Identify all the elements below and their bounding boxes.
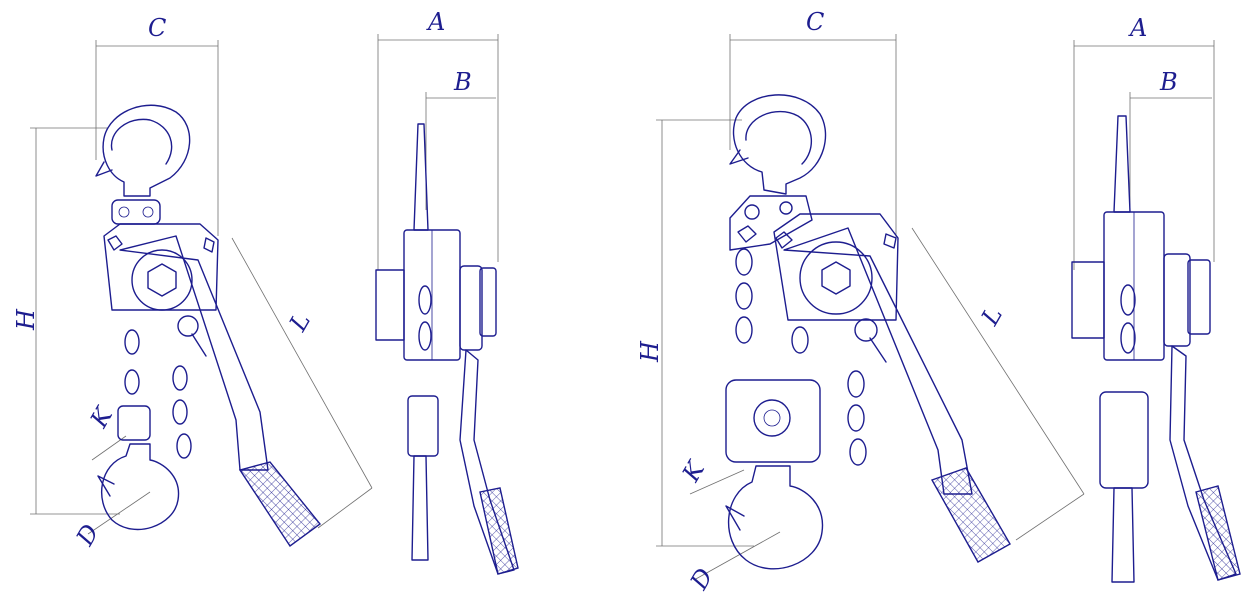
side-lever <box>459 349 515 575</box>
ratchet-wheel <box>799 241 873 315</box>
gear-housing <box>773 213 899 321</box>
lever-arm <box>119 235 269 471</box>
side-cover <box>1071 261 1105 339</box>
side-bottom-block <box>407 395 439 457</box>
label-h: H <box>12 308 40 331</box>
lever-grip <box>930 467 1011 563</box>
hex-nut <box>821 261 851 295</box>
side-plate <box>729 195 813 251</box>
label-a: A <box>1128 14 1147 42</box>
gear-housing <box>103 223 219 311</box>
pawl-knob <box>854 318 878 342</box>
dimension-b-right: B <box>1129 68 1212 210</box>
large-hoist-side-view: A B <box>1071 14 1241 583</box>
side-bottom-block <box>1099 391 1149 489</box>
side-bottom-hook <box>411 455 429 561</box>
label-k: K <box>84 401 119 433</box>
label-l: L <box>283 308 316 337</box>
hex-nut <box>147 263 177 297</box>
label-d: D <box>70 520 104 552</box>
bottom-block <box>117 405 151 441</box>
lever-grip <box>238 461 322 548</box>
label-l: L <box>975 302 1008 331</box>
dimension-b-left: B <box>425 68 496 210</box>
small-hoist-side-view: A B <box>375 8 519 575</box>
top-hook <box>732 94 827 195</box>
side-grip <box>1195 485 1241 581</box>
pawl-knob <box>177 315 199 337</box>
label-b: B <box>1159 68 1178 96</box>
side-cover <box>375 269 405 341</box>
side-bottom-hook <box>1111 487 1135 583</box>
bottom-hook <box>727 465 824 570</box>
side-top-hook <box>1113 115 1131 213</box>
large-hoist-front-view: C H L K D <box>636 8 1085 596</box>
label-h: H <box>636 340 664 363</box>
dimension-l-right: L <box>911 227 1085 541</box>
label-k: K <box>676 455 711 487</box>
ratchet-wheel <box>131 249 193 311</box>
label-c: C <box>806 8 824 36</box>
label-c: C <box>148 14 166 42</box>
label-a: A <box>426 8 445 36</box>
side-wheel <box>459 265 483 351</box>
load-chain <box>735 248 867 466</box>
top-hook <box>102 104 191 197</box>
side-wheel <box>1163 253 1191 347</box>
dimension-c-left: C <box>95 14 219 236</box>
dimension-c-right: C <box>729 8 897 238</box>
dimension-a-left: A <box>377 8 499 270</box>
bottom-block <box>725 379 821 463</box>
dimension-h-right: H <box>636 119 754 547</box>
label-b: B <box>453 68 472 96</box>
side-grip <box>479 487 519 575</box>
lever-arm <box>783 227 973 495</box>
small-hoist-front-view: C H L K D <box>12 14 373 552</box>
dimension-h-left: H <box>12 127 120 515</box>
label-d: D <box>684 564 718 596</box>
load-chain <box>124 329 192 459</box>
bottom-hook <box>100 443 180 531</box>
dimension-k-d-left: K D <box>70 401 151 552</box>
dimension-a-right: A <box>1073 14 1215 270</box>
